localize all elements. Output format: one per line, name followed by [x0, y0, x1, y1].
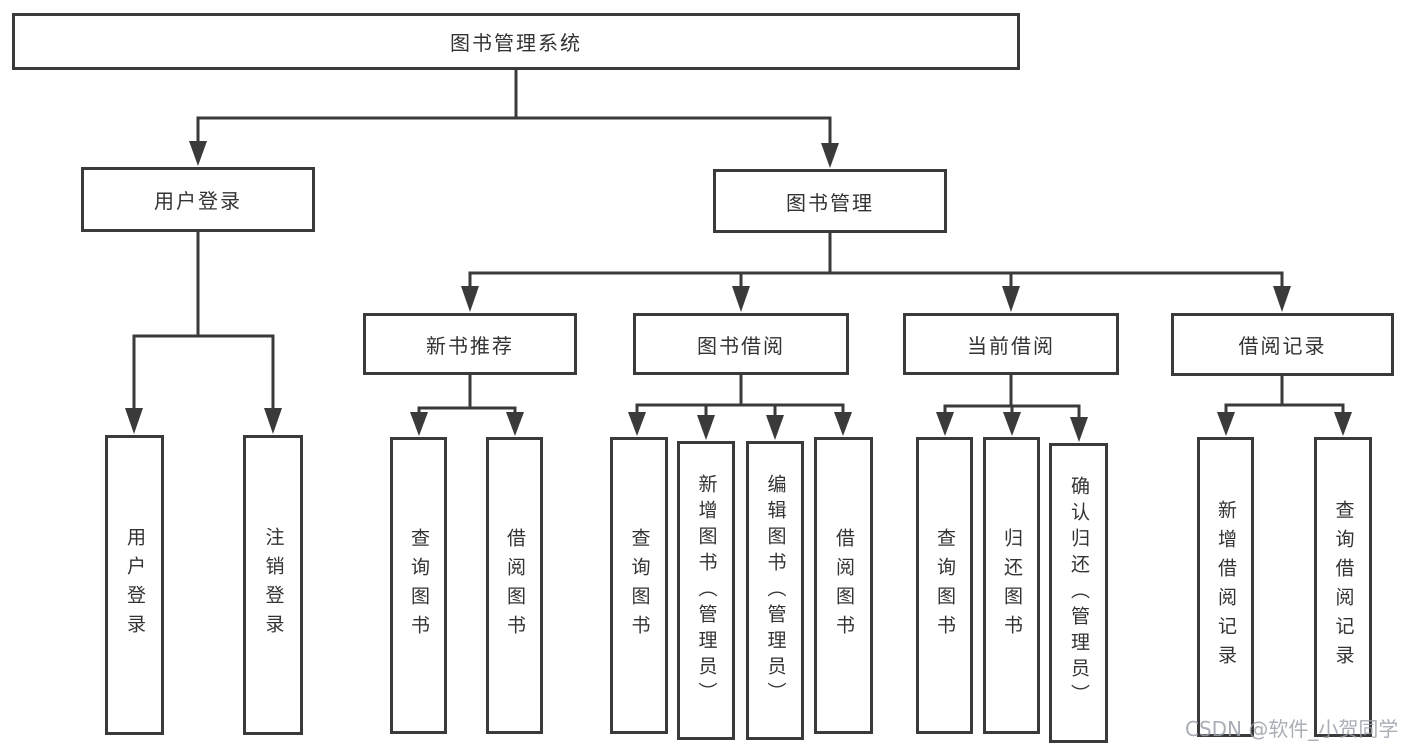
node-root: 图书管理系统 [12, 13, 1020, 70]
leaf-query-books-recommend: 查询图书 [390, 437, 447, 734]
leaf-borrow-books-borrow: 借阅图书 [814, 437, 873, 734]
node-new-book-recommend: 新书推荐 [363, 313, 577, 375]
leaf-logout: 注销登录 [243, 435, 303, 735]
leaf-query-borrow-record: 查询借阅记录 [1314, 437, 1372, 737]
leaf-confirm-return-admin: 确认归还（管理员） [1049, 443, 1108, 743]
leaf-user-login: 用户登录 [105, 435, 164, 735]
leaf-add-book-admin: 新增图书（管理员） [677, 441, 735, 740]
leaf-return-book: 归还图书 [983, 437, 1040, 734]
node-book-management: 图书管理 [713, 169, 947, 233]
watermark: CSDN @软件_小贺同学 [1185, 717, 1399, 741]
leaf-query-books-borrow: 查询图书 [610, 437, 668, 734]
leaf-query-books-current: 查询图书 [916, 437, 973, 734]
leaf-borrow-books-recommend: 借阅图书 [486, 437, 543, 734]
leaf-edit-book-admin: 编辑图书（管理员） [746, 441, 804, 740]
node-current-borrow: 当前借阅 [903, 313, 1119, 375]
node-user-login: 用户登录 [81, 167, 315, 232]
node-book-borrow: 图书借阅 [633, 313, 849, 375]
leaf-add-borrow-record: 新增借阅记录 [1197, 437, 1254, 737]
node-borrow-records: 借阅记录 [1171, 313, 1394, 376]
